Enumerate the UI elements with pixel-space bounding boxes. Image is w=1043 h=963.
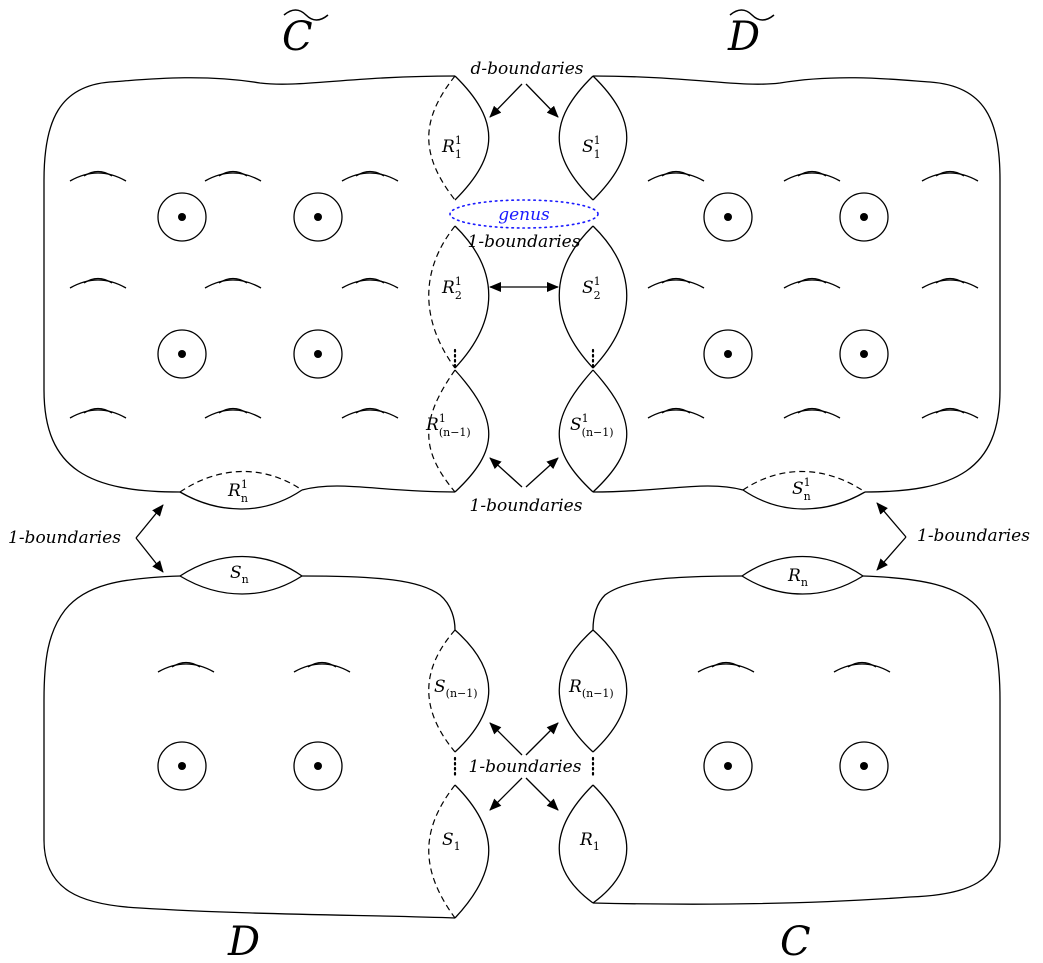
handle-icon <box>69 170 127 182</box>
puncture-icon <box>157 741 207 791</box>
handle-icon <box>157 661 215 673</box>
puncture-icon <box>157 329 207 379</box>
puncture-icon <box>293 741 343 791</box>
handle-icon <box>921 277 979 289</box>
label-Sn-1-1: S1(n−1) <box>570 412 614 439</box>
handle-icon <box>783 277 841 289</box>
label-1-boundaries-lower: 1-boundaries <box>469 757 582 777</box>
label-1-boundaries-left: 1-boundaries <box>8 528 121 548</box>
surface-top-left <box>43 75 490 510</box>
puncture-icon <box>703 741 753 791</box>
surface-top-right <box>558 75 1001 510</box>
label-1-boundaries-right: 1-boundaries <box>917 526 1030 546</box>
label-top-right-surface: D <box>727 9 775 60</box>
arrows <box>135 83 907 811</box>
label-1-boundaries-mid: 1-boundaries <box>468 232 581 252</box>
label-1-boundaries-top-bottom: 1-boundaries <box>470 496 583 516</box>
handle-icon <box>647 277 705 289</box>
label-Rn: Rn <box>787 566 808 589</box>
label-top-left-surface: C <box>282 9 329 60</box>
genus-ellipse: genus <box>449 199 599 229</box>
punctures-top-right <box>703 192 889 379</box>
svg-text:D: D <box>727 14 760 60</box>
handle-icon <box>647 170 705 182</box>
handle-icon <box>293 661 351 673</box>
handle-icon <box>921 407 979 419</box>
handle-icon <box>783 407 841 419</box>
puncture-icon <box>157 192 207 242</box>
surface-bottom-left <box>43 555 490 919</box>
handle-icon <box>341 277 399 289</box>
label-Rn-minus-1: R(n−1) <box>568 677 614 700</box>
label-R1: R1 <box>579 830 600 853</box>
handle-icon <box>833 661 891 673</box>
puncture-icon <box>293 329 343 379</box>
punctures-bottom-left <box>157 741 343 791</box>
puncture-icon <box>703 192 753 242</box>
handle-icon <box>204 407 262 419</box>
label-bottom-right-surface: C <box>780 919 811 963</box>
handles-bottom-right <box>697 661 891 673</box>
handle-icon <box>69 407 127 419</box>
handle-icon <box>341 170 399 182</box>
handle-icon <box>783 170 841 182</box>
label-Sn: Sn <box>230 563 249 586</box>
label-bottom-left-surface: D <box>227 919 260 963</box>
label-Rn-1-1: R1(n−1) <box>425 412 471 439</box>
puncture-icon <box>703 329 753 379</box>
label-d-boundaries: d-boundaries <box>470 59 583 79</box>
handles-top-left <box>69 170 399 419</box>
svg-text:C: C <box>282 14 313 60</box>
surface-bottom-right <box>558 555 1001 905</box>
puncture-icon <box>839 192 889 242</box>
label-Sn-minus-1: S(n−1) <box>434 677 478 700</box>
handles-top-right <box>647 170 979 419</box>
handles-bottom-left <box>157 661 351 673</box>
puncture-icon <box>293 192 343 242</box>
handle-icon <box>697 661 755 673</box>
label-S1: S1 <box>442 830 461 853</box>
svg-text:genus: genus <box>498 205 550 225</box>
puncture-icon <box>839 329 889 379</box>
handle-icon <box>69 277 127 289</box>
handle-icon <box>204 277 262 289</box>
handle-icon <box>204 170 262 182</box>
punctures-top-left <box>157 192 343 379</box>
puncture-icon <box>839 741 889 791</box>
handle-icon <box>647 407 705 419</box>
handle-icon <box>341 407 399 419</box>
handle-icon <box>921 170 979 182</box>
punctures-bottom-right <box>703 741 889 791</box>
